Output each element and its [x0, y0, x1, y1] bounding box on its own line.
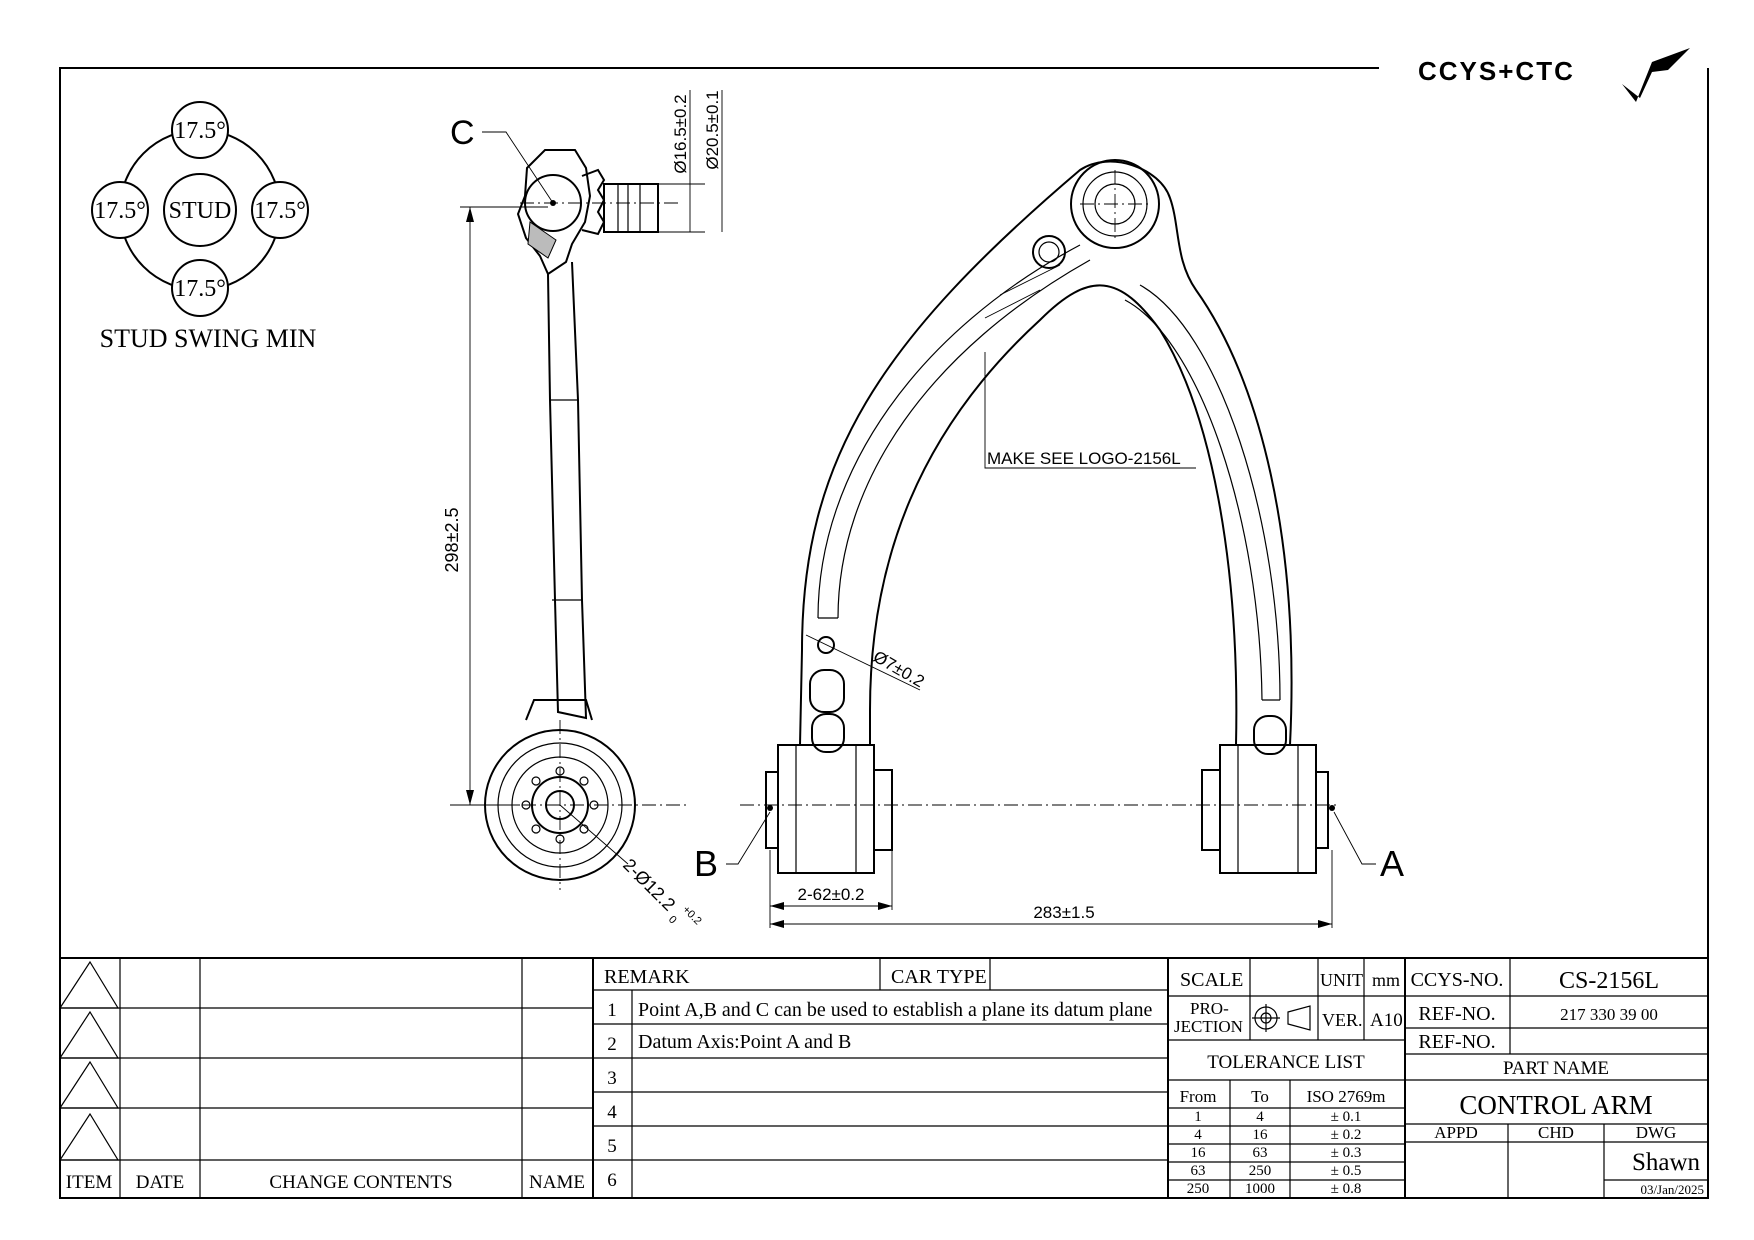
- title-block: ITEM DATE CHANGE CONTENTS NAME REMARK CA…: [58, 957, 1708, 1198]
- point-a-label: A: [1380, 843, 1404, 884]
- unit-label: UNIT: [1320, 970, 1363, 990]
- projection-symbol-icon: [1252, 1004, 1311, 1032]
- tol-value: ± 0.5: [1331, 1163, 1362, 1179]
- unit-value: mm: [1372, 970, 1400, 990]
- ref-no-label: REF-NO.: [1418, 1003, 1495, 1025]
- remark-header: REMARK: [604, 966, 690, 988]
- tol-value: ± 0.1: [1331, 1109, 1362, 1125]
- tol-from: 4: [1194, 1127, 1202, 1143]
- tol-from: 63: [1191, 1163, 1206, 1179]
- part-name-label: PART NAME: [1503, 1058, 1609, 1079]
- appd-label: APPD: [1434, 1123, 1477, 1142]
- dim-bushing-tol-upper: +0.2: [680, 904, 704, 928]
- rev-header-date: DATE: [136, 1172, 185, 1193]
- tol-to: 4: [1256, 1109, 1264, 1125]
- remark-no: 5: [607, 1136, 617, 1157]
- remark-no: 2: [607, 1034, 617, 1055]
- dim-bushing-tol-lower: 0: [666, 914, 679, 927]
- dim-length-label: 298±2.5: [442, 508, 462, 573]
- tol-from: 1: [1194, 1109, 1202, 1125]
- remark-no: 3: [607, 1068, 617, 1089]
- remark-text: Point A,B and C can be used to establish…: [638, 999, 1152, 1021]
- swing-right-label: 17.5°: [254, 198, 306, 224]
- tolerance-title: TOLERANCE LIST: [1207, 1052, 1365, 1073]
- remark-no: 6: [607, 1170, 617, 1191]
- rev-header-name: NAME: [529, 1172, 585, 1193]
- front-dimensions: MAKE SEE LOGO-2156L Ø7±0.2 B A 2-62±0.2 …: [694, 264, 1404, 928]
- tol-value: ± 0.2: [1331, 1127, 1362, 1143]
- swing-top-label: 17.5°: [174, 118, 226, 144]
- scale-label: SCALE: [1180, 969, 1243, 991]
- remark-rows: 1 Point A,B and C can be used to establi…: [607, 999, 1152, 1191]
- tol-to: 1000: [1245, 1181, 1275, 1197]
- chd-label: CHD: [1538, 1123, 1574, 1142]
- side-dimensions: 298±2.5 Ø16.5±0.2 Ø20.5±0.1 C 2-Ø12.2 +0…: [442, 90, 723, 928]
- brand-logo: CCYS+CTC: [1418, 48, 1690, 102]
- projection-label-2: JECTION: [1174, 1017, 1243, 1036]
- dim-bushing-width-label: 2-62±0.2: [798, 885, 865, 904]
- swing-bottom-label: 17.5°: [174, 276, 226, 302]
- dim-stud-small-label: Ø16.5±0.2: [671, 94, 690, 173]
- ver-value: A10: [1370, 1010, 1403, 1031]
- drawing-date: 03/Jan/2025: [1640, 1182, 1704, 1197]
- logo-note-label: MAKE SEE LOGO-2156L: [987, 449, 1181, 468]
- point-b-label: B: [694, 843, 718, 884]
- rev-header-contents: CHANGE CONTENTS: [269, 1172, 452, 1193]
- tol-value: ± 0.8: [1331, 1181, 1362, 1197]
- part-name: CONTROL ARM: [1459, 1090, 1652, 1120]
- car-type-label: CAR TYPE: [891, 966, 987, 988]
- tol-to: 16: [1253, 1127, 1269, 1143]
- dwg-label: DWG: [1636, 1123, 1677, 1142]
- front-view: [740, 159, 1340, 874]
- remark-no: 4: [607, 1102, 617, 1123]
- tol-from: 250: [1187, 1181, 1210, 1197]
- point-c-label: C: [450, 114, 475, 152]
- rev-header-item: ITEM: [66, 1172, 113, 1193]
- side-view: [450, 149, 690, 890]
- projection-label-1: PRO-: [1190, 999, 1229, 1018]
- ref-no-value: 217 330 39 00: [1560, 1005, 1658, 1024]
- tol-header-to: To: [1251, 1087, 1269, 1106]
- ccys-no-value: CS-2156L: [1559, 968, 1659, 994]
- swing-center-label: STUD: [169, 198, 232, 224]
- stud-swing-diagram: 17.5° 17.5° 17.5° 17.5° STUD STUD SWING …: [91, 101, 317, 353]
- dim-hole-label: Ø7±0.2: [870, 647, 928, 691]
- remark-no: 1: [607, 1000, 617, 1021]
- tol-to: 250: [1249, 1163, 1272, 1179]
- tol-header-iso: ISO 2769m: [1307, 1087, 1386, 1106]
- drawn-by: Shawn: [1632, 1149, 1701, 1176]
- swing-title: STUD SWING MIN: [100, 324, 317, 353]
- brand-emblem-icon: [1622, 48, 1690, 102]
- brand-logo-text: CCYS+CTC: [1418, 56, 1575, 86]
- ref-no2-label: REF-NO.: [1418, 1031, 1495, 1053]
- swing-left-label: 17.5°: [94, 198, 146, 224]
- tol-value: ± 0.3: [1331, 1145, 1362, 1161]
- tol-from: 16: [1191, 1145, 1207, 1161]
- dim-bushing-hole-label: 2-Ø12.2: [619, 855, 679, 915]
- tolerance-rows: 1 4 ± 0.1 4 16 ± 0.2 16 63 ± 0.3 63 250 …: [1187, 1109, 1362, 1197]
- tol-header-from: From: [1180, 1087, 1217, 1106]
- ccys-no-label: CCYS-NO.: [1411, 969, 1504, 991]
- dim-overall-label: 283±1.5: [1033, 903, 1094, 922]
- sheet-border: [59, 67, 1709, 1199]
- ver-label: VER.: [1322, 1010, 1363, 1030]
- tol-to: 63: [1253, 1145, 1268, 1161]
- remark-text: Datum Axis:Point A and B: [638, 1031, 851, 1053]
- dim-stud-large-label: Ø20.5±0.1: [703, 90, 722, 169]
